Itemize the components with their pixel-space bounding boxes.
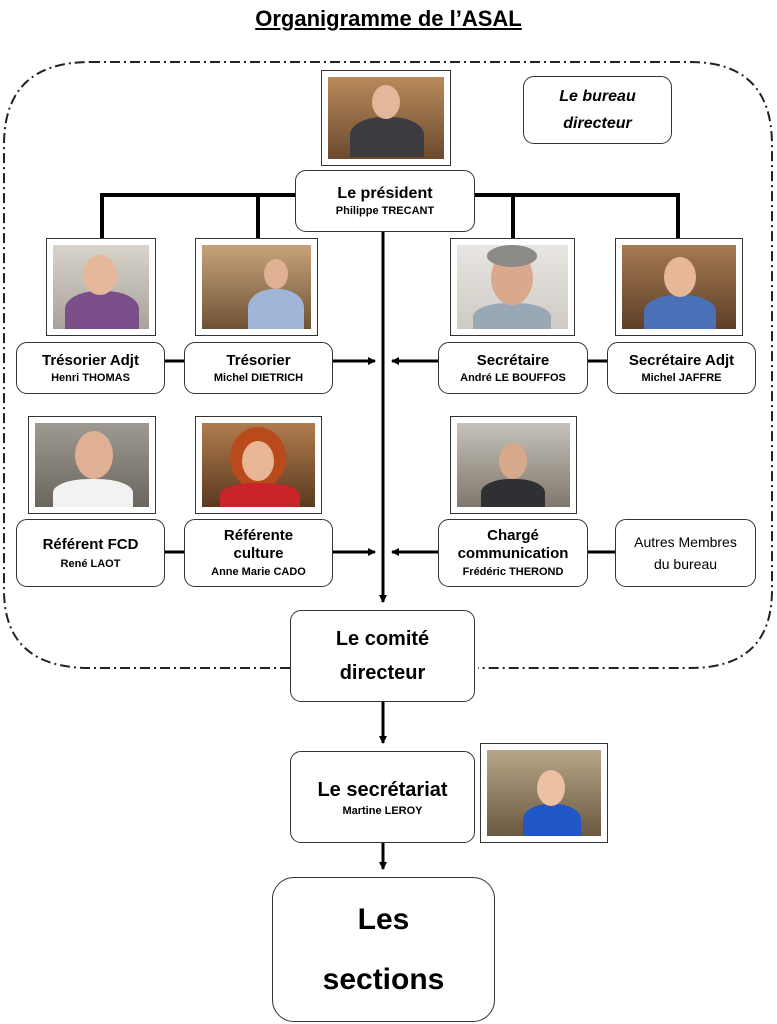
box-autres-membres: Autres Membres du bureau xyxy=(615,519,756,587)
box-comite-directeur: Le comité directeur xyxy=(290,610,475,702)
photo-secretariat xyxy=(480,743,608,843)
bureau-boundary xyxy=(3,61,773,669)
box-secretariat: Le secrétariat Martine LEROY xyxy=(290,751,475,843)
box-charge-communication: Chargé communication Frédéric THEROND xyxy=(438,519,588,587)
box-secretaire: Secrétaire André LE BOUFFOS xyxy=(438,342,588,394)
photo-referente-culture xyxy=(195,416,322,514)
box-tresorier-adjt: Trésorier Adjt Henri THOMAS xyxy=(16,342,165,394)
president-role: Le président xyxy=(337,184,433,202)
photo-charge-communication xyxy=(450,416,577,514)
box-referente-culture: Référente culture Anne Marie CADO xyxy=(184,519,333,587)
photo-secretaire xyxy=(450,238,575,336)
photo-tresorier xyxy=(195,238,318,336)
top-bus xyxy=(100,193,680,240)
box-secretaire-adjt: Secrétaire Adjt Michel JAFFRE xyxy=(607,342,756,394)
photo-referent-fcd xyxy=(28,416,156,514)
box-referent-fcd: Référent FCD René LAOT xyxy=(16,519,165,587)
photo-tresorier-adjt xyxy=(46,238,156,336)
bureau-label: Le bureau directeur xyxy=(523,76,672,144)
president-photo xyxy=(321,70,451,166)
box-tresorier: Trésorier Michel DIETRICH xyxy=(184,342,333,394)
president-name: Philippe TRECANT xyxy=(335,204,435,217)
box-sections: Les sections xyxy=(272,877,495,1022)
photo-secretaire-adjt xyxy=(615,238,743,336)
president-box: Le président Philippe TRECANT xyxy=(295,170,475,232)
page-title: Organigramme de l’ASAL xyxy=(255,6,522,31)
